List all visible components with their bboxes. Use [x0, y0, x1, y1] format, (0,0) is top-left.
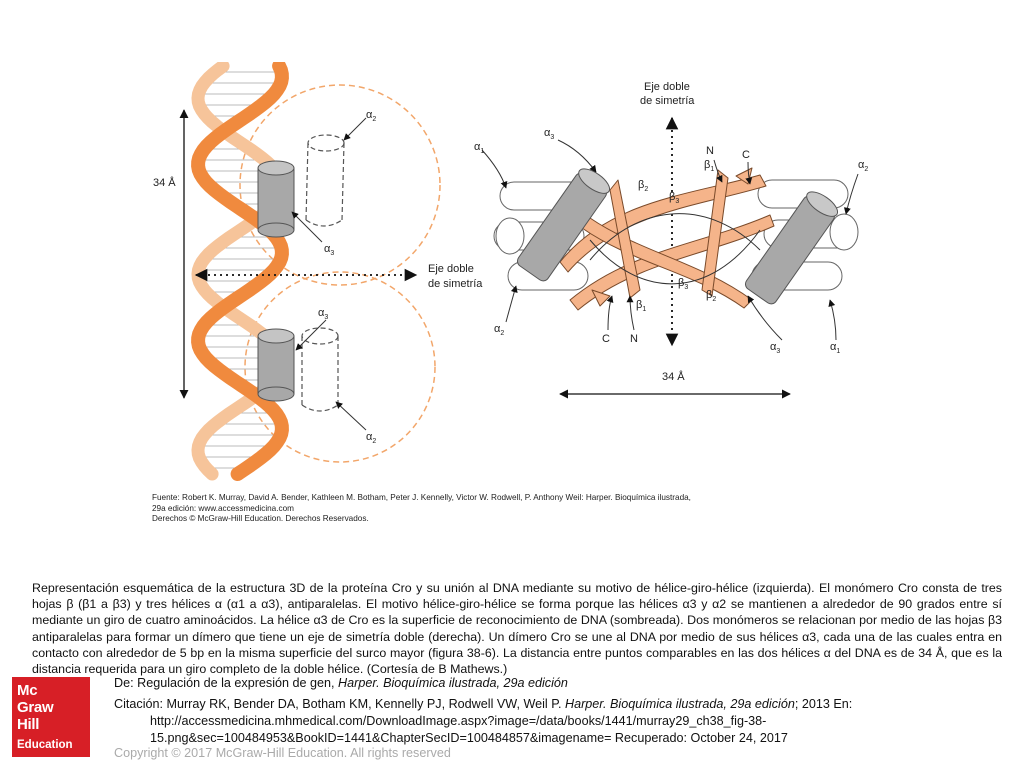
symmetry-axis-left-label-1: Eje doble: [428, 263, 474, 275]
cro-dna-figure: 34 Å Eje doble de simetría α2 α3 α3 α2 E…: [150, 59, 870, 528]
dimer-label-beta2-left: β2: [638, 179, 648, 193]
chapter-reference-prefix: De: Regulación de la expresión de gen,: [114, 676, 335, 690]
beta-sheets: [559, 167, 775, 311]
dimer-label-c-bottom: C: [602, 333, 610, 345]
logo-line-4: Education: [17, 739, 73, 751]
dimer-recognition-helix-right: [744, 191, 839, 305]
figure-source-line-2: 29a edición: www.accessmedicina.com: [152, 503, 294, 513]
copyright: Copyright © 2017 McGraw-Hill Education. …: [114, 746, 451, 760]
citation-url-line-2[interactable]: 15.png&sec=100484953&BookID=1441&Chapter…: [150, 731, 788, 745]
dimer-label-beta1-right: β1: [704, 159, 714, 173]
recognition-helix-bottom: [257, 328, 295, 402]
recognition-helix-top: [257, 160, 295, 238]
cro-monomer-top-outline: [239, 84, 441, 286]
dimer-label-alpha1-left: α1: [474, 141, 484, 155]
symmetry-axis-left-label-2: de simetría: [428, 278, 483, 290]
figure-source-line-3: Derechos © McGraw-Hill Education. Derech…: [152, 514, 369, 523]
dimer-label-alpha2-right: α2: [858, 159, 868, 173]
dimer-label-alpha3-right: α3: [770, 341, 780, 355]
dimer-label-n-bottom: N: [630, 333, 638, 345]
dimer-label-alpha3-left: α3: [544, 127, 554, 141]
figure-caption: Representación esquemática de la estruct…: [32, 581, 1002, 677]
dimer-label-beta1-left: β1: [636, 299, 646, 313]
alpha2-cylinder-top: [305, 134, 345, 227]
symmetry-axis-right-label-2: de simetría: [640, 95, 695, 107]
dimer-label-beta3-top: β3: [669, 191, 679, 205]
citation-prefix: Citación: Murray RK, Bender DA, Botham K…: [114, 697, 562, 711]
dimer-label-alpha1-right: α1: [830, 341, 840, 355]
citation-book: Harper. Bioquímica ilustrada, 29a edició…: [564, 697, 795, 711]
chapter-reference-book: Harper. Bioquímica ilustrada, 29a edició…: [338, 676, 568, 690]
citation-suffix: ; 2013 En:: [794, 697, 853, 711]
symmetry-axis-right-label-1: Eje doble: [644, 81, 690, 93]
figure-source-line-1: Fuente: Robert K. Murray, David A. Bende…: [152, 493, 691, 502]
chapter-reference: De: Regulación de la expresión de gen, H…: [114, 676, 568, 690]
distance-label-left: 34 Å: [153, 176, 176, 189]
cro-monomer-bottom-outline: [244, 271, 436, 463]
dimer-label-alpha2-left: α2: [494, 323, 504, 337]
logo-line-3: Hill: [17, 716, 40, 733]
mcgraw-hill-logo: Mc Graw Hill Education: [12, 677, 90, 757]
label-alpha2-top: α2: [366, 109, 376, 123]
logo-line-2: Graw: [17, 699, 54, 716]
cro-dimer-panel: Eje doble de simetría: [474, 81, 868, 399]
label-alpha3-top: α3: [324, 243, 334, 257]
dimer-label-beta2-right: β2: [706, 289, 716, 303]
citation-url-line-1[interactable]: http://accessmedicina.mhmedical.com/Down…: [150, 714, 767, 728]
distance-label-right: 34 Å: [662, 370, 685, 383]
dna-panel: 34 Å Eje doble de simetría α2 α3 α3 α2: [153, 59, 483, 481]
label-alpha2-bottom: α2: [366, 431, 376, 445]
dimer-label-beta3-bottom: β3: [678, 277, 688, 291]
logo-line-1: Mc: [17, 682, 38, 699]
dimer-label-c-top: C: [742, 149, 750, 161]
dimer-label-n-top: N: [706, 145, 714, 157]
alpha2-cylinder-bottom: [301, 327, 339, 412]
dimer-recognition-helix-left: [516, 168, 611, 282]
label-alpha3-bottom: α3: [318, 307, 328, 321]
figure-canvas: 34 Å Eje doble de simetría α2 α3 α3 α2 E…: [153, 59, 868, 481]
citation: Citación: Murray RK, Bender DA, Botham K…: [114, 696, 974, 747]
